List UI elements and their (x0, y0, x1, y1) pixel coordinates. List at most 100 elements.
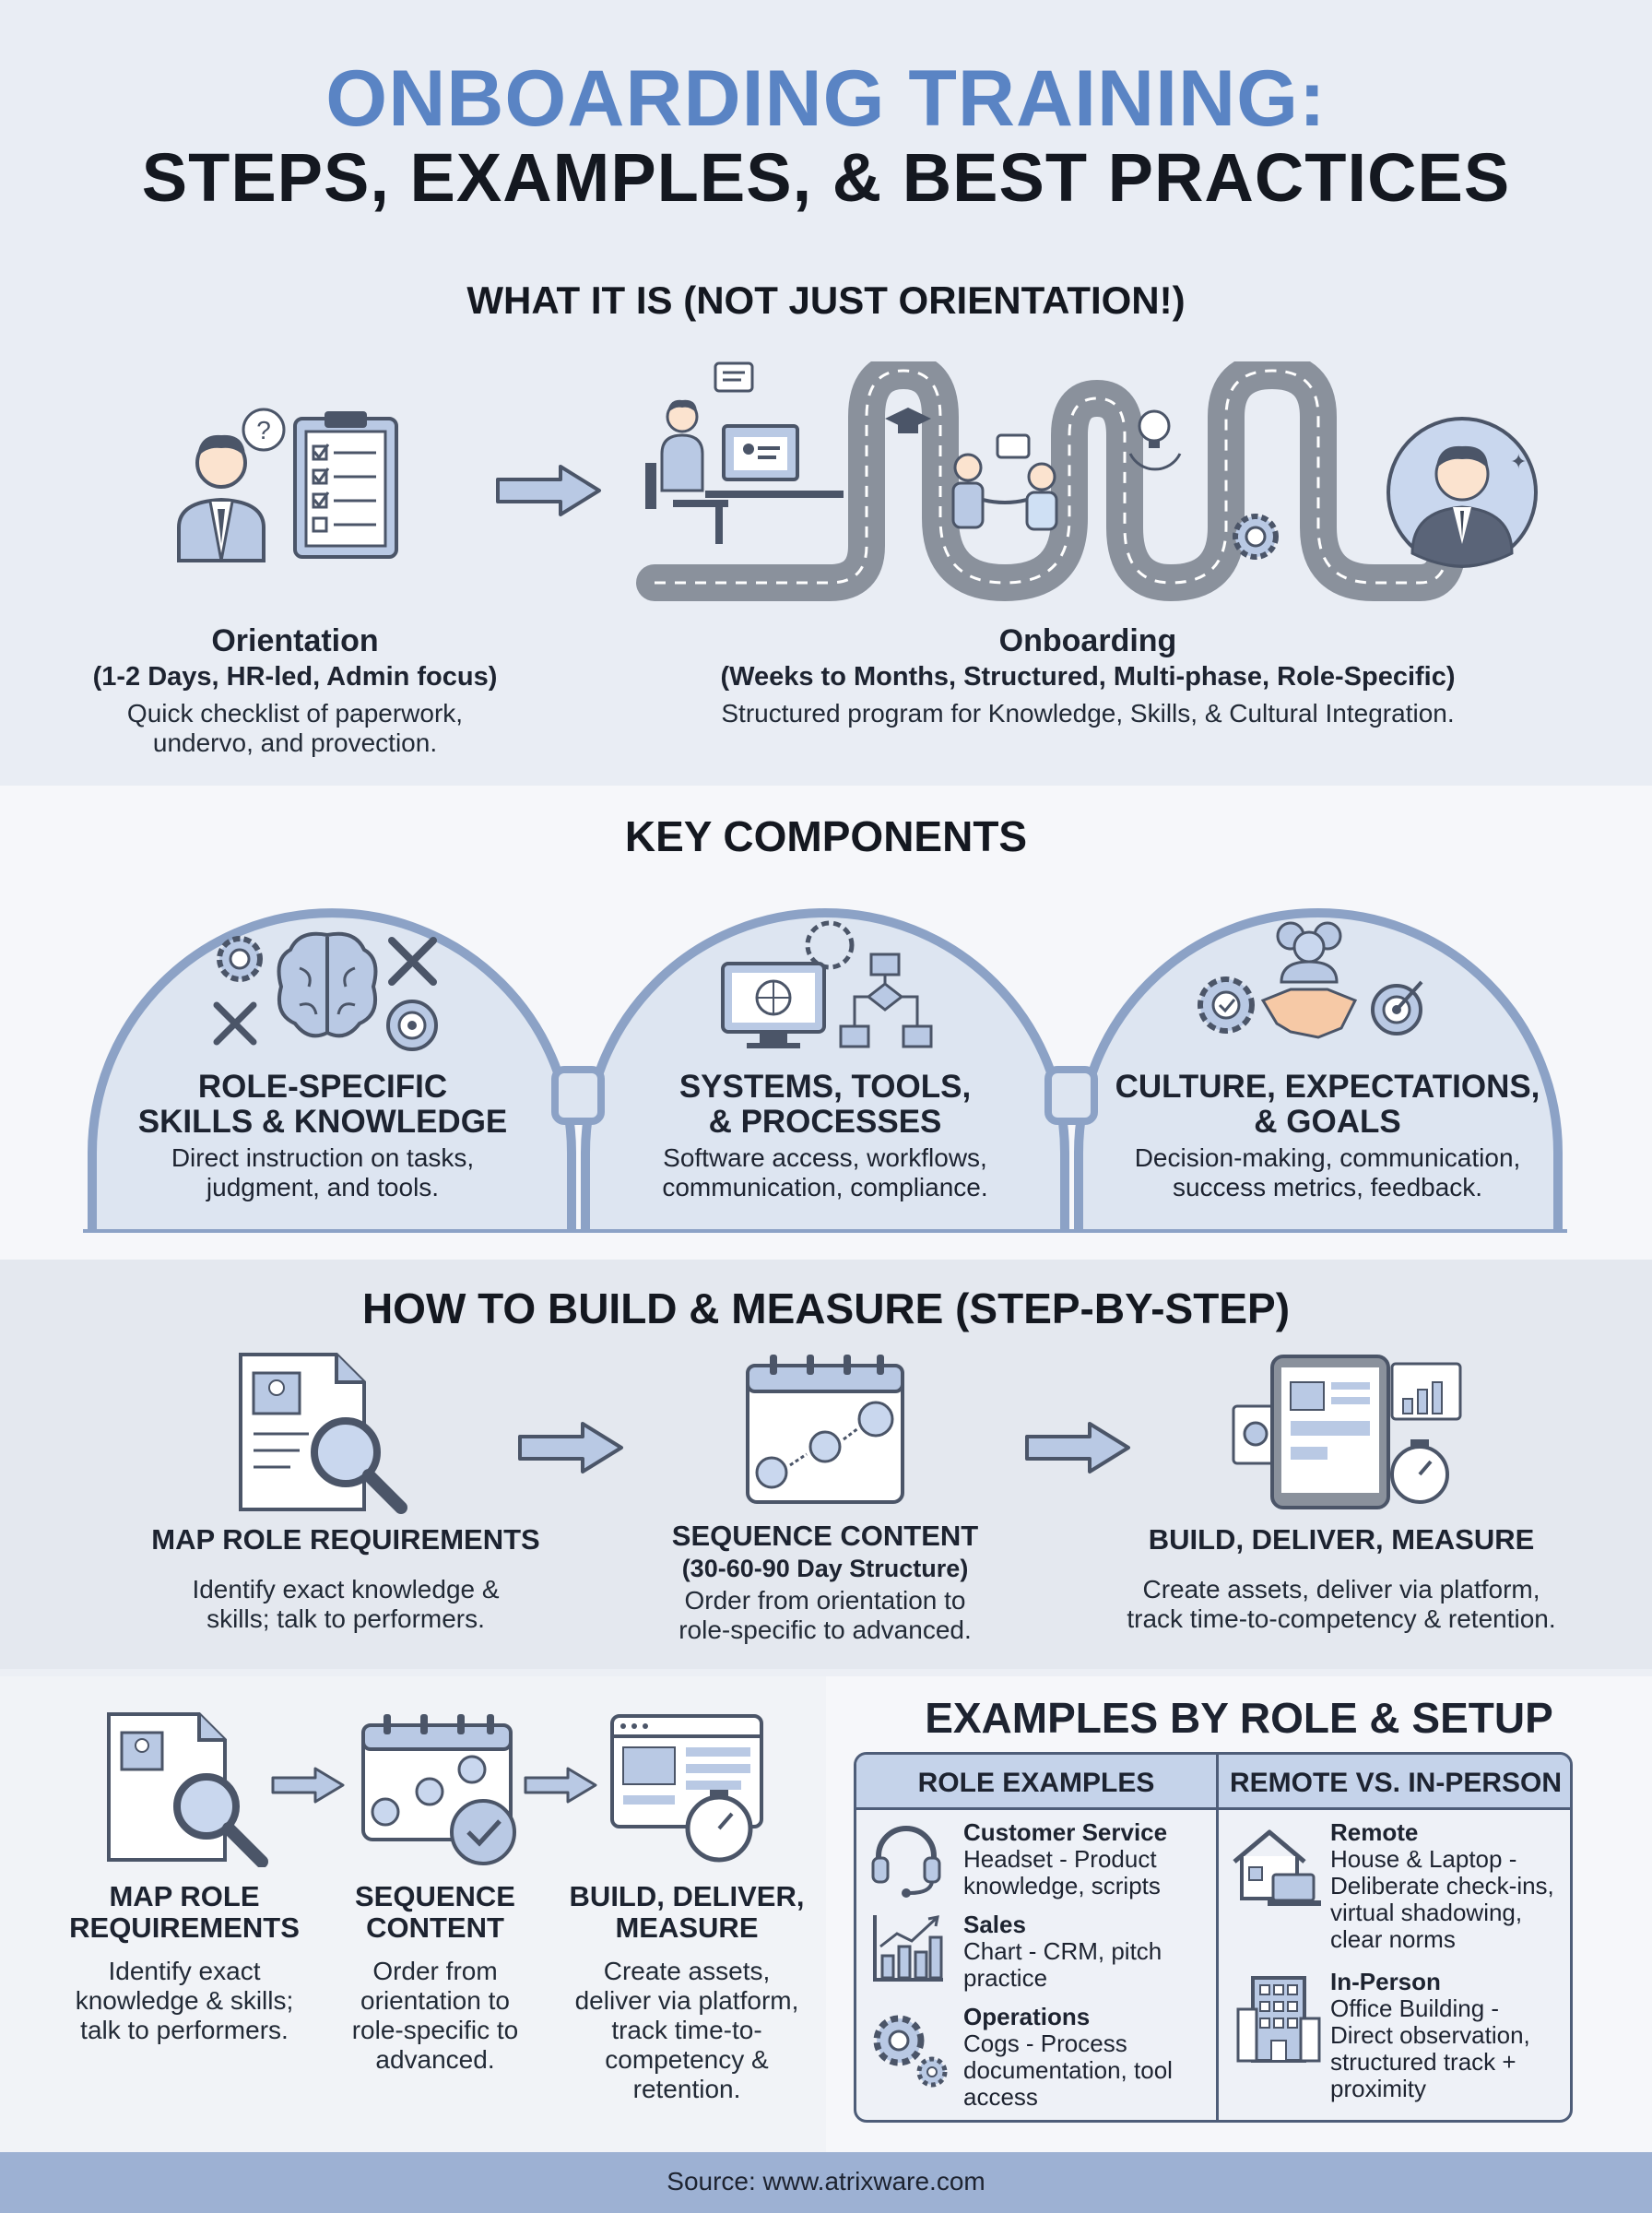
footer-band (0, 2152, 1652, 2213)
component-1-body-1: Direct instruction on tasks, (171, 1143, 475, 1172)
role-2-line-2: practice (963, 1964, 1048, 1992)
setup-2-title: In-Person (1330, 1968, 1441, 1995)
chart-icon (873, 1915, 943, 1982)
systems-monitor-icon (721, 920, 933, 1048)
step-3-title: BUILD, DELIVER, MEASURE (1148, 1523, 1535, 1556)
devices-dashboard-icon (1232, 1355, 1462, 1509)
step-1-body-1: Identify exact knowledge & (192, 1575, 500, 1604)
table-divider (1216, 1755, 1219, 2120)
role-3-title: Operations (963, 2003, 1091, 2030)
mini-step-1-body-1: Identify exact (108, 1957, 261, 1985)
skills-brain-icon (213, 931, 438, 1051)
orientation-subtitle: (1-2 Days, HR-led, Admin focus) (92, 662, 498, 692)
role-1-line-1: Headset - Product (963, 1845, 1157, 1873)
components-arches (83, 908, 1567, 1233)
header-band (0, 0, 1652, 231)
component-2-title-2: & PROCESSES (708, 1104, 942, 1140)
role-3-line-1: Cogs - Process (963, 2030, 1127, 2057)
table-header-roles: ROLE EXAMPLES (917, 1768, 1155, 1798)
house-laptop-icon (1233, 1829, 1321, 1906)
step-2-subtitle: (30-60-90 Day Structure) (681, 1555, 969, 1582)
mini-step-2-title-2: CONTENT (366, 1911, 504, 1944)
source-link[interactable]: Source: www.atrixware.com (667, 2167, 985, 2195)
svg-text:✦: ✦ (1510, 451, 1527, 474)
mini-step-1-title-2: REQUIREMENTS (69, 1911, 300, 1944)
component-2-body-2: communication, compliance. (662, 1173, 988, 1201)
orientation-body-2: undervo, and provection. (152, 728, 438, 757)
what-it-is-section (0, 231, 1652, 786)
step-3-body-1: Create assets, deliver via platform, (1142, 1575, 1540, 1604)
culture-handshake-icon (1198, 921, 1423, 1039)
examples-title: EXAMPLES BY ROLE & SETUP (925, 1694, 1553, 1742)
professional-avatar-icon: ✦ (1386, 417, 1538, 568)
mini-step-1-body-2: knowledge & skills; (75, 1986, 294, 2015)
office-building-icon (1236, 1976, 1321, 2063)
component-1-title-2: SKILLS & KNOWLEDGE (137, 1104, 508, 1140)
component-2-body-1: Software access, workflows, (663, 1143, 987, 1172)
setup-1-line-4: clear norms (1330, 1925, 1456, 1953)
arrow-right-icon (496, 465, 601, 516)
table-header-row (856, 1755, 1570, 1810)
page-title-line2: STEPS, EXAMPLES, & BEST PRACTICES (141, 139, 1511, 216)
setup-2-line-4: proximity (1330, 2075, 1427, 2102)
mini-step-1-title-1: MAP ROLE (109, 1880, 260, 1912)
setup-1-title: Remote (1330, 1818, 1419, 1846)
component-3-title-1: CULTURE, EXPECTATIONS, (1115, 1069, 1540, 1105)
orientation-title: Orientation (211, 623, 379, 658)
mini-step-3-title-1: BUILD, DELIVER, (569, 1880, 805, 1912)
role-1-line-2: knowledge, scripts (963, 1872, 1161, 1899)
orientation-checklist-icon: ? (177, 408, 398, 562)
mini-step-1-body-3: talk to performers. (80, 2016, 289, 2044)
page-title-line1: ONBOARDING TRAINING: (325, 54, 1327, 143)
component-2-title-1: SYSTEMS, TOOLS, (678, 1069, 972, 1105)
document-search-icon (239, 1353, 407, 1514)
arrow-right-icon (524, 1767, 597, 1804)
mini-step-2-title-1: SEQUENCE (355, 1880, 515, 1912)
role-3-line-2: documentation, tool (963, 2056, 1173, 2084)
mini-step-2-body-4: advanced. (375, 2045, 495, 2074)
setup-1-line-3: virtual shadowing, (1330, 1899, 1523, 1926)
setup-2-line-3: structured track + (1330, 2048, 1516, 2076)
calendar-check-icon (361, 1714, 516, 1865)
setup-1-line-1: House & Laptop - (1330, 1845, 1517, 1873)
key-components-title: KEY COMPONENTS (624, 812, 1028, 860)
headset-icon (871, 1826, 941, 1898)
mini-step-3-body-4: competency & (605, 2045, 769, 2074)
component-3-title-2: & GOALS (1254, 1104, 1401, 1140)
what-it-is-title: WHAT IT IS (NOT JUST ORIENTATION!) (466, 278, 1186, 322)
mini-step-2-body-3: role-specific to (351, 2016, 519, 2044)
calendar-progress-icon (746, 1355, 904, 1504)
how-to-title: HOW TO BUILD & MEASURE (STEP-BY-STEP) (361, 1284, 1291, 1332)
component-1-title-1: ROLE-SPECIFIC (197, 1069, 448, 1105)
onboarding-title: Onboarding (998, 623, 1177, 658)
role-2-title: Sales (963, 1911, 1026, 1938)
step-2-body-1: Order from orientation to (684, 1586, 966, 1615)
role-3-line-3: access (963, 2083, 1038, 2111)
mini-step-3-body-5: retention. (632, 2075, 741, 2103)
step-1-body-2: skills; talk to performers. (206, 1604, 485, 1633)
role-2-line-1: Chart - CRM, pitch (963, 1937, 1162, 1965)
arrow-right-icon (271, 1767, 345, 1804)
arrow-right-icon (518, 1422, 623, 1473)
mini-step-3-title-2: MEASURE (615, 1911, 759, 1944)
component-1-body-2: judgment, and tools. (206, 1173, 440, 1201)
step-2-title: SEQUENCE CONTENT (671, 1520, 979, 1552)
browser-stopwatch-icon (610, 1714, 763, 1863)
cogs-icon (873, 2015, 948, 2088)
setup-1-line-2: Deliberate check-ins, (1330, 1872, 1554, 1899)
onboarding-road-icon (636, 361, 1512, 602)
table-header-setup: REMOTE VS. IN-PERSON (1229, 1768, 1563, 1798)
orientation-body-1: Quick checklist of paperwork, (126, 699, 464, 728)
step-1-title: MAP ROLE REQUIREMENTS (151, 1523, 540, 1556)
arrow-right-icon (1025, 1422, 1130, 1473)
examples-table: ROLE EXAMPLES REMOTE VS. IN-PERSON Custo… (854, 1752, 1573, 2123)
role-1-title: Customer Service (963, 1818, 1168, 1846)
mini-step-2-body-2: orientation to (360, 1986, 510, 2015)
setup-2-line-1: Office Building - (1330, 1994, 1500, 2022)
mini-step-3-body-3: track time-to- (611, 2016, 762, 2044)
svg-text:?: ? (256, 416, 271, 444)
mini-step-2-body-1: Order from (372, 1957, 498, 1985)
mini-step-3-body-2: deliver via platform, (574, 1986, 799, 2015)
onboarding-body: Structured program for Knowledge, Skills… (721, 699, 1455, 728)
document-search-icon (107, 1712, 268, 1867)
